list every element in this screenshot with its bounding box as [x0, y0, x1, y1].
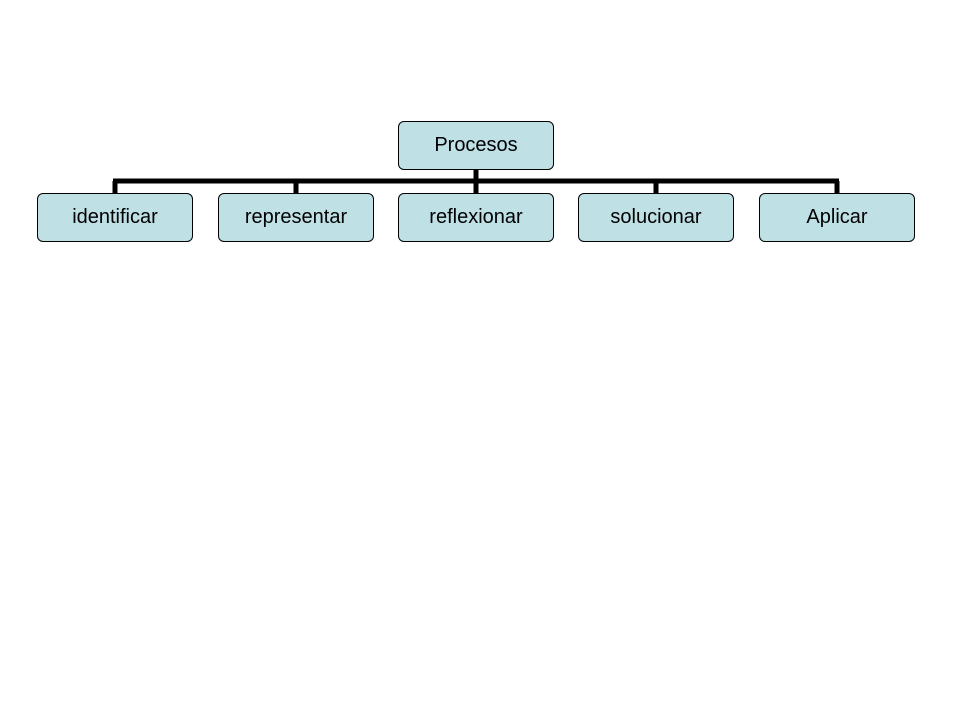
- child-node-identificar: identificar: [37, 193, 193, 242]
- child-node-label: reflexionar: [429, 206, 523, 228]
- child-node-aplicar: Aplicar: [759, 193, 915, 242]
- child-node-label: solucionar: [610, 206, 702, 228]
- root-node-procesos: Procesos: [398, 121, 554, 170]
- child-node-solucionar: solucionar: [578, 193, 734, 242]
- child-node-representar: representar: [218, 193, 374, 242]
- root-node-label: Procesos: [434, 134, 518, 156]
- child-node-label: Aplicar: [806, 206, 868, 228]
- child-node-reflexionar: reflexionar: [398, 193, 554, 242]
- child-node-label: representar: [244, 206, 348, 228]
- child-node-label: identificar: [72, 206, 158, 228]
